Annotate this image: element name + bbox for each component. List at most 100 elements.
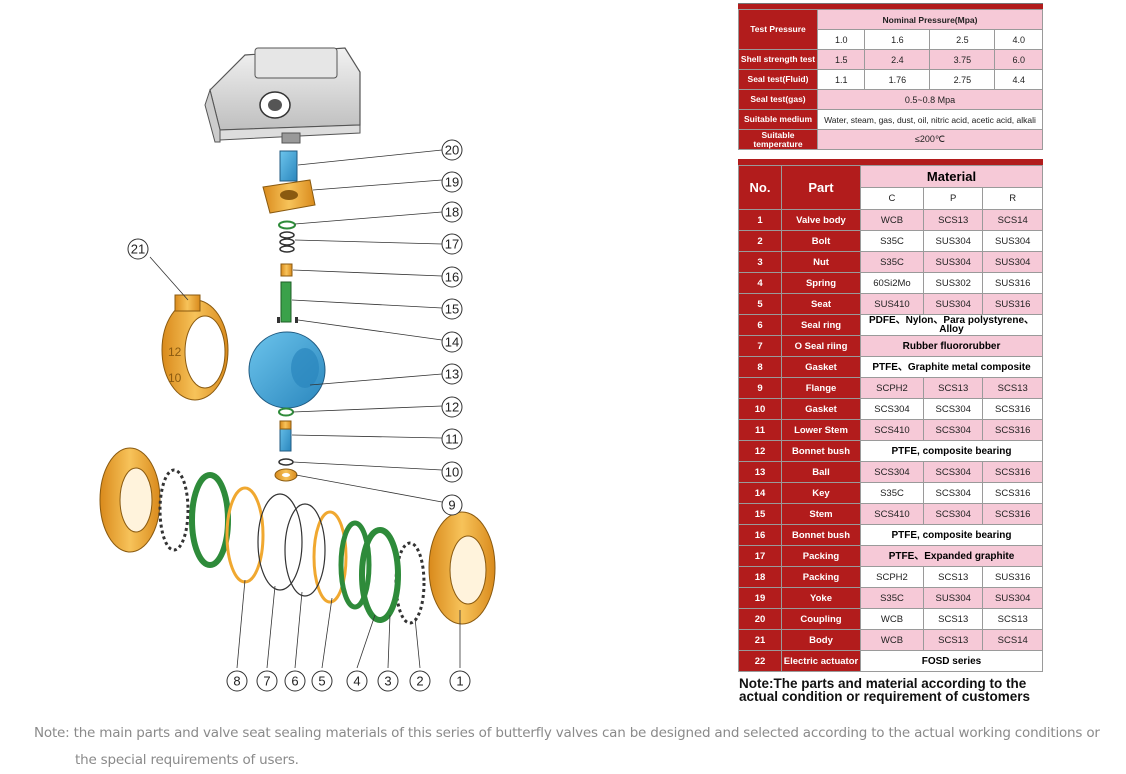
- row-material-p: SCS13: [922, 209, 984, 231]
- row-material-span: PTFE、Expanded graphite: [860, 545, 1043, 567]
- row-material-r: SCS14: [982, 209, 1043, 231]
- no-header: No.: [738, 165, 782, 210]
- row-material-p: SCS13: [922, 377, 984, 399]
- callout-11: 11: [441, 428, 463, 450]
- row-material-span: PTFE, composite bearing: [860, 524, 1043, 546]
- row-number: 20: [738, 608, 782, 630]
- callout-16: 16: [441, 266, 463, 288]
- row-material-p: SUS304: [922, 230, 984, 252]
- row-material-p: SCS13: [922, 608, 984, 630]
- row-number: 6: [738, 314, 782, 336]
- row-material-p: SCS304: [922, 398, 984, 420]
- callout-9: 9: [441, 494, 463, 516]
- part-9-flange: [274, 468, 298, 482]
- svg-text:21: 21: [131, 242, 145, 257]
- shell-value: 6.0: [994, 49, 1043, 70]
- row-material-r: SCS316: [982, 398, 1043, 420]
- row-material-p: SUS304: [922, 293, 984, 315]
- row-number: 2: [738, 230, 782, 252]
- pressure-cell: 2.5: [929, 29, 996, 50]
- row-part: Ball: [781, 461, 861, 483]
- part-10-gasket: [278, 458, 294, 466]
- row-material-c: WCB: [860, 629, 924, 651]
- row-number: 11: [738, 419, 782, 441]
- row-material-r: SUS304: [982, 251, 1043, 273]
- row-part: Yoke: [781, 587, 861, 609]
- seal-gas-label: Seal test(gas): [738, 89, 818, 110]
- row-part: Lower Stem: [781, 419, 861, 441]
- row-material-r: SCS14: [982, 629, 1043, 651]
- part-16-bonnet-bush: [280, 263, 293, 277]
- svg-text:16: 16: [445, 270, 459, 285]
- row-number: 19: [738, 587, 782, 609]
- callout-5: 5: [311, 670, 333, 692]
- part-21-body: 12 10: [161, 294, 229, 401]
- callout-13: 13: [441, 363, 463, 385]
- bottom-note: Note: the main parts and valve seat seal…: [34, 720, 1104, 774]
- row-part: Bonnet bush: [781, 524, 861, 546]
- row-part: Seal ring: [781, 314, 861, 336]
- callout-3: 3: [377, 670, 399, 692]
- row-material-p: SCS304: [922, 503, 984, 525]
- svg-text:4: 4: [353, 674, 360, 689]
- svg-text:11: 11: [445, 432, 459, 447]
- material-note: Note:The parts and material according to…: [739, 676, 1031, 704]
- row-number: 17: [738, 545, 782, 567]
- callout-12: 12: [441, 396, 463, 418]
- callout-2: 2: [409, 670, 431, 692]
- callout-14: 14: [441, 331, 463, 353]
- svg-text:8: 8: [233, 674, 240, 689]
- pressure-cell: 1.6: [864, 29, 931, 50]
- svg-text:3: 3: [384, 674, 391, 689]
- svg-text:5: 5: [318, 674, 325, 689]
- row-material-r: SCS13: [982, 377, 1043, 399]
- svg-text:9: 9: [448, 498, 455, 513]
- row-material-r: SUS316: [982, 566, 1043, 588]
- row-number: 3: [738, 251, 782, 273]
- row-material-c: S35C: [860, 482, 924, 504]
- pressure-cell: 1.0: [816, 29, 866, 50]
- row-material-c: S35C: [860, 251, 924, 273]
- grade-p: P: [922, 187, 984, 210]
- row-part: Bonnet bush: [781, 440, 861, 462]
- row-material-c: SCPH2: [860, 377, 924, 399]
- row-material-span: FOSD series: [860, 650, 1043, 672]
- row-material-p: SCS304: [922, 419, 984, 441]
- row-material-c: SCS304: [860, 398, 924, 420]
- shell-value: 1.5: [816, 49, 866, 70]
- table-top-strip: [738, 3, 1043, 10]
- row-number: 5: [738, 293, 782, 315]
- part-header: Part: [781, 165, 861, 210]
- callouts-bottom: 8 7 6 5 4 3 2 1: [226, 670, 471, 692]
- seal-fluid-value: 1.76: [864, 69, 931, 90]
- row-number: 4: [738, 272, 782, 294]
- part-1-valve-body-left: [99, 447, 161, 553]
- material-header: Material: [860, 165, 1043, 188]
- row-material-c: 60Si2Mo: [860, 272, 924, 294]
- svg-text:19: 19: [445, 175, 459, 190]
- svg-text:7: 7: [263, 674, 270, 689]
- row-material-p: SUS304: [922, 251, 984, 273]
- row-material-r: SCS316: [982, 419, 1043, 441]
- callout-20: 20: [441, 139, 463, 161]
- callout-4: 4: [346, 670, 368, 692]
- svg-text:10: 10: [445, 465, 459, 480]
- svg-text:12: 12: [445, 400, 459, 415]
- row-material-r: SCS316: [982, 461, 1043, 483]
- row-part: Seat: [781, 293, 861, 315]
